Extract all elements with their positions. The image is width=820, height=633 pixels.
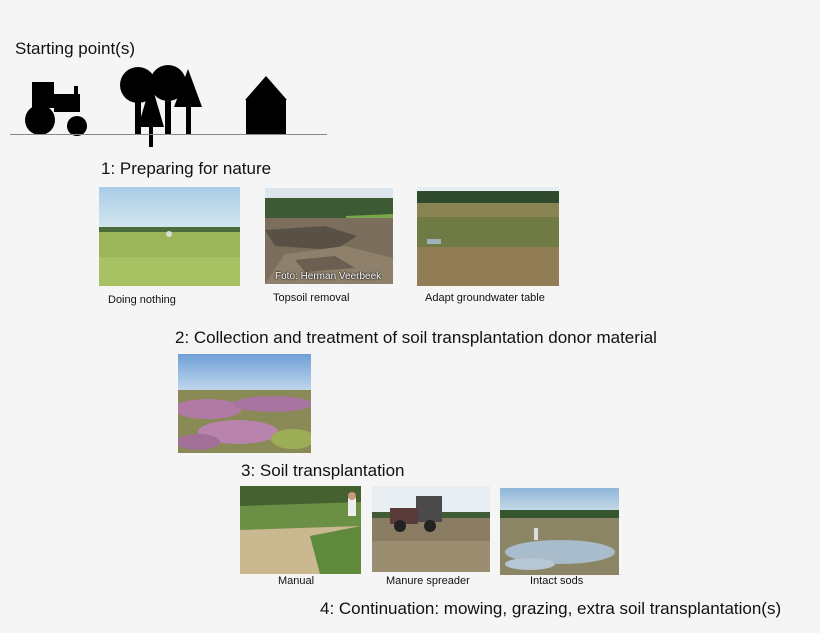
caption-adapt-groundwater: Adapt groundwater table [425, 292, 545, 304]
page-title: Starting point(s) [15, 39, 135, 58]
caption-manual: Manual [278, 575, 315, 587]
caption-doing-nothing: Doing nothing [108, 294, 176, 306]
photo-credit: Foto: Herman Veerbeek [275, 271, 382, 282]
photo-manure-spreader [372, 486, 490, 572]
step-3-title: 3: Soil transplantation [241, 461, 405, 480]
caption-topsoil-removal: Topsoil removal [273, 292, 350, 304]
caption-manure-spreader: Manure spreader [386, 575, 470, 587]
step-4-title: 4: Continuation: mowing, grazing, extra … [320, 599, 782, 618]
photo-donor-heathland [178, 354, 311, 453]
photo-intact-sods [500, 488, 619, 575]
step-2-title: 2: Collection and treatment of soil tran… [175, 328, 657, 347]
caption-intact-sods: Intact sods [530, 575, 584, 587]
photo-doing-nothing [99, 187, 240, 286]
photo-manual [240, 486, 361, 574]
photo-topsoil-removal [265, 188, 393, 284]
house-icon [245, 76, 287, 135]
trees-icon [120, 65, 202, 147]
photo-adapt-groundwater [417, 187, 559, 286]
step-1-title: 1: Preparing for nature [101, 159, 272, 178]
tractor-icon [25, 82, 87, 136]
ground-line [10, 134, 327, 135]
